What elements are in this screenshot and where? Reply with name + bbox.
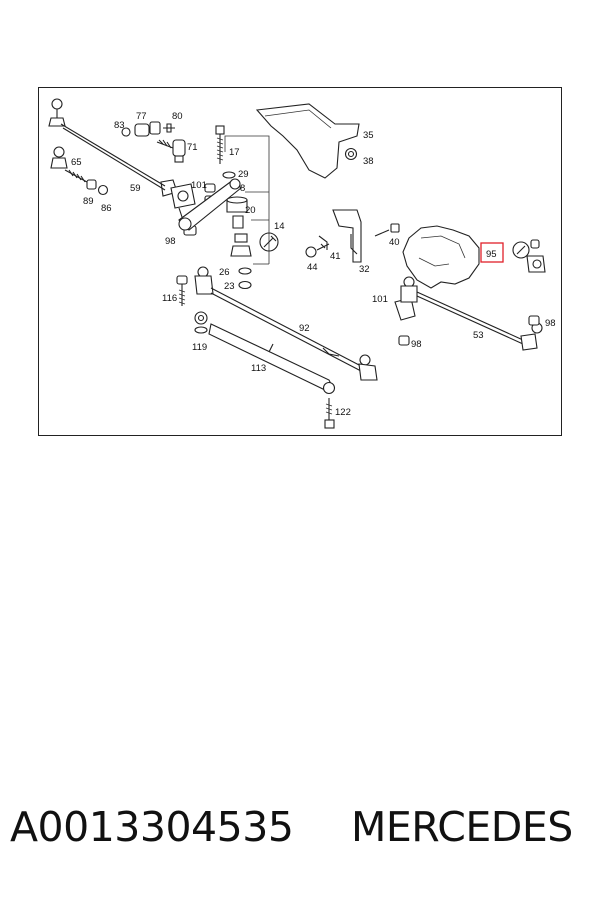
steering-damper (194, 311, 336, 395)
callout-14: 14 (274, 221, 285, 232)
callout-119: 119 (192, 342, 207, 353)
clamp-parts (121, 121, 186, 163)
idler-arm (170, 183, 216, 236)
caption-bar: A0013304535 MERCEDES (0, 803, 600, 863)
callout-113: 113 (251, 363, 266, 374)
callout-86: 86 (101, 203, 112, 214)
callout-41: 41 (330, 251, 341, 262)
callout-65: 65 (71, 157, 82, 168)
tie-rod-right (398, 276, 543, 351)
callout-35: 35 (363, 130, 374, 141)
callout-89: 89 (83, 196, 94, 207)
callout-98-bottom: 98 (411, 339, 422, 350)
callout-8: 8 (240, 183, 245, 194)
callout-59: 59 (130, 183, 141, 194)
steering-arm-assembly (178, 125, 252, 290)
exploded-steering-linkage-drawing: 77 80 83 71 17 35 38 65 59 89 86 101 29 … (48, 98, 556, 429)
bolts (176, 275, 335, 429)
tie-rod-left (48, 98, 178, 197)
tie-rod-end-left (50, 146, 109, 196)
callout-101-lower: 101 (372, 294, 388, 305)
callout-77: 77 (136, 111, 147, 122)
callout-98-right: 98 (545, 318, 556, 329)
callout-122: 122 (335, 407, 351, 418)
callout-44: 44 (307, 262, 318, 273)
highlight-box (480, 242, 504, 263)
callout-101-upper: 101 (191, 180, 207, 191)
callout-38: 38 (363, 156, 374, 167)
callout-26: 26 (219, 267, 230, 278)
callout-20: 20 (245, 205, 256, 216)
callout-40: 40 (389, 237, 400, 248)
wrench-icon (259, 232, 279, 252)
drag-link (194, 266, 378, 381)
brand-name: MERCEDES (351, 803, 573, 851)
callout-bracket (224, 135, 270, 265)
callout-83: 83 (114, 120, 125, 131)
callout-95: 95 (486, 249, 497, 260)
steering-gearbox (394, 225, 480, 321)
callout-92: 92 (299, 323, 310, 334)
splash-shield (255, 103, 360, 179)
parts-diagram: 77 80 83 71 17 35 38 65 59 89 86 101 29 … (38, 87, 562, 436)
callout-98-left: 98 (165, 236, 176, 247)
callout-116: 116 (162, 293, 177, 304)
callout-32: 32 (359, 264, 370, 275)
part-number: A0013304535 (10, 803, 294, 851)
callout-53: 53 (473, 330, 484, 341)
mounting-bracket (305, 209, 400, 263)
callout-23: 23 (224, 281, 235, 292)
right-fitting-parts (512, 239, 546, 273)
callout-80: 80 (172, 111, 183, 122)
callout-17: 17 (229, 147, 240, 158)
callout-71: 71 (187, 142, 198, 153)
callout-29: 29 (238, 169, 249, 180)
callout-labels: 77 80 83 71 17 35 38 65 59 89 86 101 29 … (71, 111, 556, 418)
